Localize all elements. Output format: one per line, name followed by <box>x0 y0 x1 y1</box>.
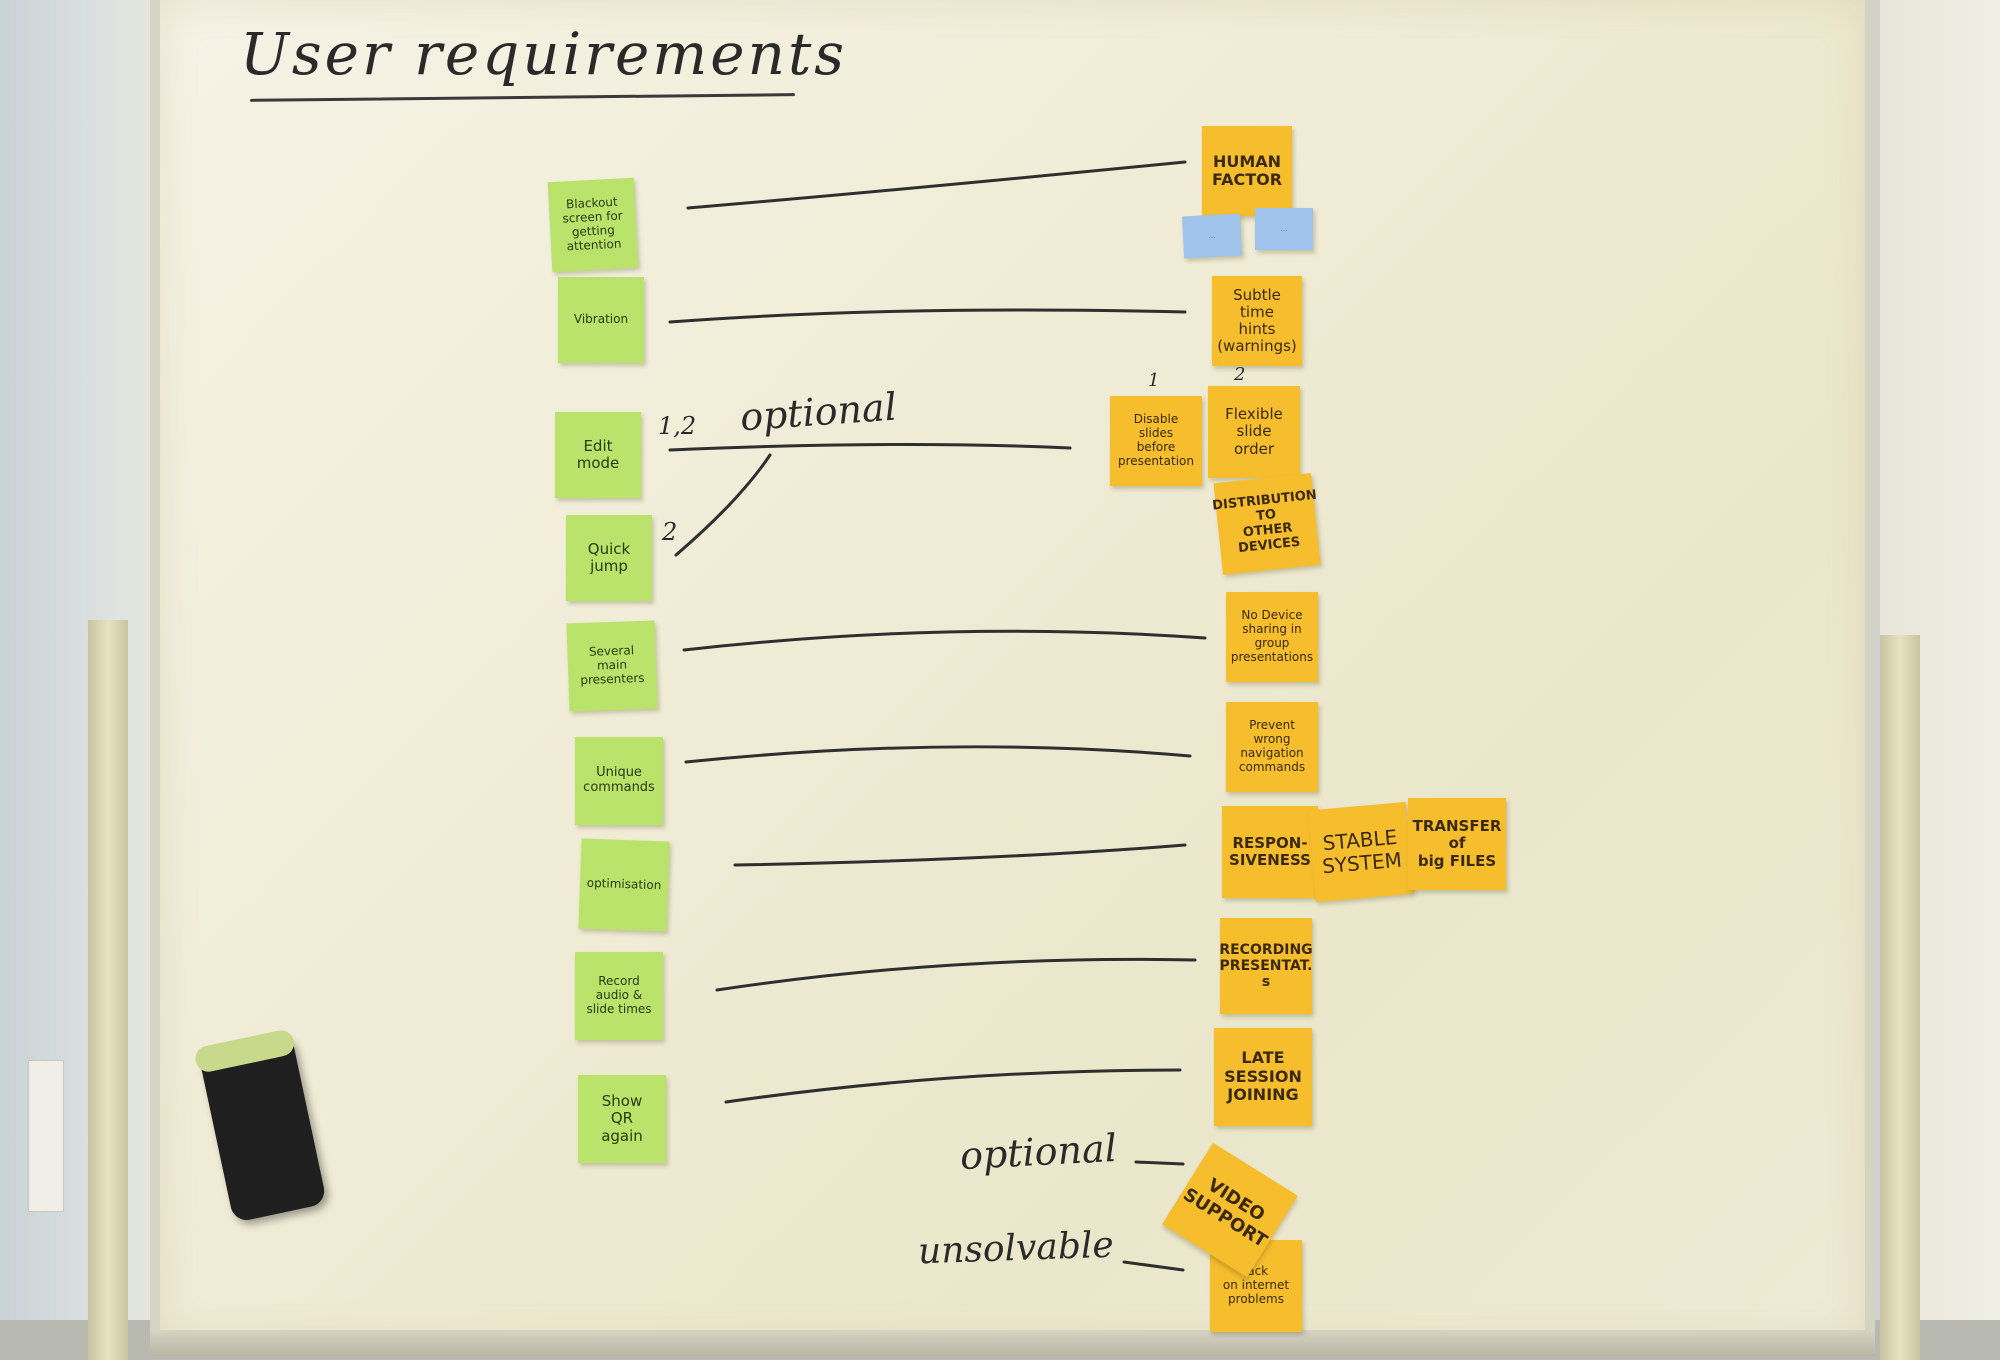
label-num-2: 2 <box>662 518 678 546</box>
green-note-record-audio: Record audio & slide times <box>575 952 663 1040</box>
blue-note-small-2: ... <box>1255 208 1313 250</box>
label-optional-bottom: optional <box>958 1125 1118 1179</box>
label-num-col1: 1 <box>1148 370 1160 391</box>
line-record-audio <box>715 957 1197 992</box>
yellow-note-no-device-sharing: No Device sharing in group presentations <box>1226 592 1318 682</box>
line-edit-mode <box>668 442 1072 452</box>
board-title: User requirements <box>240 20 848 88</box>
line-optimisation <box>733 843 1187 867</box>
yellow-note-prevent-wrong-navigation: Prevent wrong navigation commands <box>1226 702 1318 792</box>
board-stand-right <box>1880 635 1920 1360</box>
wall-outlet <box>28 1060 64 1212</box>
green-note-blackout-screen: Blackout screen for getting attention <box>547 177 639 273</box>
room-wall-left <box>0 0 165 1360</box>
green-note-edit-mode: Edit mode <box>555 412 641 498</box>
blue-note-small-1: ... <box>1181 213 1243 259</box>
green-note-show-qr: Show QR again <box>578 1075 666 1163</box>
yellow-note-human-factor: HUMAN FACTOR <box>1202 126 1292 216</box>
label-unsolvable: unsolvable <box>917 1224 1115 1273</box>
label-num-12: 1,2 <box>658 412 697 440</box>
yellow-note-transfer-big-files: TRANSFER of big FILES <box>1408 798 1506 890</box>
line-vibration <box>668 308 1187 324</box>
yellow-note-late-session-joining: LATE SESSION JOINING <box>1214 1028 1312 1126</box>
line-unique-commands <box>684 745 1192 764</box>
yellow-note-lack-internet: lack on internet problems <box>1210 1240 1302 1332</box>
marker-tray <box>150 1330 1875 1356</box>
green-note-optimisation: optimisation <box>578 838 670 932</box>
yellow-note-subtle-time-hints: Subtle time hints (warnings) <box>1212 276 1302 366</box>
green-note-vibration: Vibration <box>558 277 644 363</box>
line-blackout <box>686 160 1187 210</box>
green-note-several-presenters: Several main presenters <box>566 620 658 712</box>
yellow-note-flexible-slide-order: Flexible slide order <box>1208 386 1300 478</box>
yellow-note-stable-system: STABLE SYSTEM <box>1308 801 1414 903</box>
line-quick-jump <box>674 453 772 557</box>
line-several-presenters <box>682 629 1207 652</box>
line-show-qr <box>724 1068 1182 1104</box>
yellow-note-responsiveness: RESPON- SIVENESS <box>1222 806 1318 898</box>
yellow-note-recording-presentations: RECORDING PRESENTAT. s <box>1219 918 1313 1014</box>
board-stand-left <box>88 620 128 1360</box>
yellow-note-disable-slides: Disable slides before presentation <box>1110 396 1202 486</box>
green-note-quick-jump: Quick jump <box>566 515 652 601</box>
yellow-note-distribution: DISTRIBUTION TO OTHER DEVICES <box>1212 473 1321 575</box>
line-optional-video <box>1134 1160 1185 1166</box>
label-num-col2: 2 <box>1234 364 1246 385</box>
line-unsolvable <box>1122 1260 1185 1272</box>
green-note-unique-commands: Unique commands <box>575 737 663 825</box>
